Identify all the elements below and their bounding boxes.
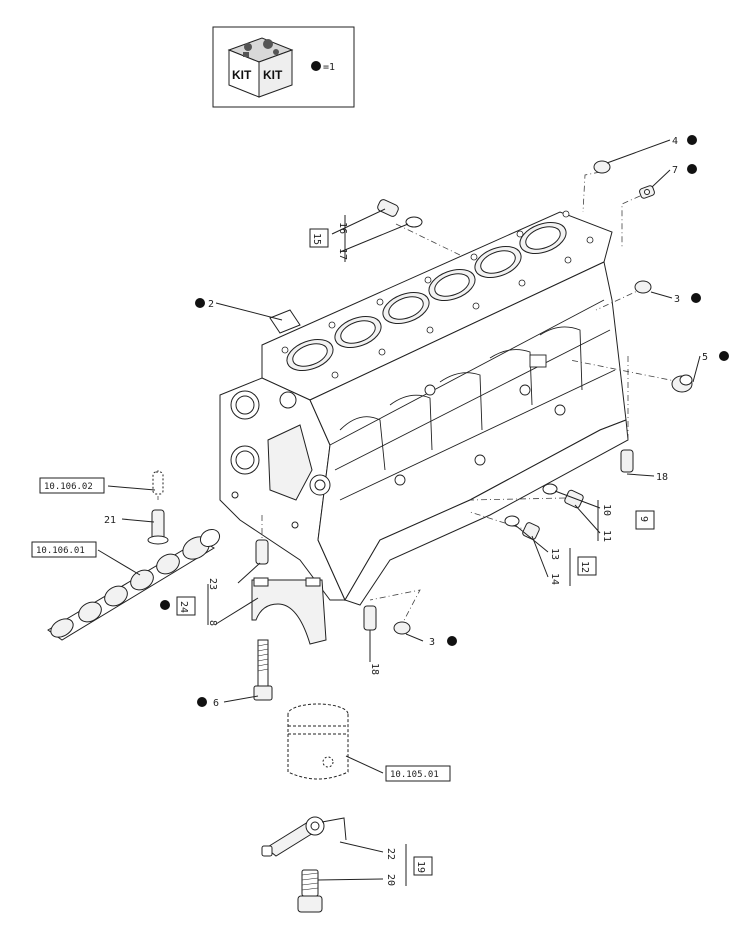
callout-17: 17 (337, 248, 348, 260)
kit-dot-3-upper (691, 293, 701, 303)
kit-label-right: KIT (263, 68, 283, 82)
callout-7: 7 (672, 165, 678, 176)
kit-marker-dot (311, 61, 321, 71)
part-pin-upper (152, 471, 164, 495)
reference-boxes: 10.106.02 10.106.01 10.105.01 (31, 477, 451, 782)
kit-dot-3-lower (447, 636, 457, 646)
part-plug-3-lower (393, 621, 411, 635)
callout-12: 12 (579, 561, 590, 573)
part-dowel-18-right (620, 449, 634, 473)
kit-dot-5 (719, 351, 729, 361)
callout-24: 24 (178, 601, 189, 613)
callout-9: 9 (638, 516, 649, 522)
callout-16: 16 (337, 222, 348, 234)
kit-dot-6 (197, 697, 207, 707)
callout-18-lower: 18 (369, 663, 380, 675)
cylinder-bores (286, 221, 567, 372)
kit-dot-2 (195, 298, 205, 308)
part-dowel-18-lower (363, 605, 377, 631)
part-ring-10 (542, 483, 558, 495)
callout-23: 23 (207, 578, 218, 590)
part-plug-3-upper (634, 280, 652, 294)
deck-holes (281, 210, 594, 379)
callout-6: 6 (213, 698, 219, 709)
callout-5: 5 (702, 352, 708, 363)
part-bushing-19 (147, 509, 169, 545)
kit-box-icon: KIT KIT (227, 37, 294, 98)
callout-13: 13 (549, 548, 560, 560)
engine-block (219, 210, 629, 606)
kit-dot-4 (687, 135, 697, 145)
part-bolt-6 (253, 639, 273, 701)
callout-2: 2 (208, 299, 214, 310)
boxed-callouts: 15 9 12 24 19 (176, 228, 655, 876)
dash-guides (157, 171, 681, 629)
part-plug-11 (564, 489, 584, 509)
part-plug-5 (671, 374, 693, 393)
part-piston (287, 703, 349, 780)
callout-20: 19 (415, 861, 426, 873)
callout-11: 11 (601, 530, 612, 542)
side-ribs (329, 299, 616, 501)
part-sleeve-23 (255, 539, 269, 565)
part-camshaft (47, 528, 221, 641)
kit-label-left: KIT (232, 68, 252, 82)
side-bosses (394, 354, 566, 486)
callout-19: 21 (104, 515, 116, 526)
callout-14: 14 (549, 573, 560, 585)
callout-21: 20 (385, 874, 396, 886)
kit-legend-text: =1 (323, 62, 335, 73)
part-plug-7 (639, 185, 655, 199)
callout-15: 15 (311, 233, 322, 245)
callout-22: 22 (385, 848, 396, 860)
callout-8: 8 (207, 620, 218, 626)
callout-10: 10 (601, 504, 612, 516)
part-bolt-21 (297, 869, 323, 913)
part-ring-17 (405, 216, 423, 228)
callout-4: 4 (672, 136, 678, 147)
reference-10-106-01: 10.106.01 (36, 546, 85, 556)
part-plug-16 (377, 199, 399, 217)
part-ring-13 (504, 515, 520, 527)
reference-10-105-01: 10.105.01 (390, 770, 439, 780)
callout-3-upper: 3 (674, 294, 680, 305)
callout-18-right: 18 (656, 472, 668, 483)
part-nozzle-22 (261, 816, 347, 857)
leader-lines (97, 139, 701, 886)
part-plug-4 (593, 160, 611, 174)
front-face-details (230, 390, 331, 529)
kit-dots (160, 135, 729, 707)
reference-10-106-02: 10.106.02 (44, 482, 93, 492)
callout-3-lower: 3 (429, 637, 435, 648)
kit-dot-24 (160, 600, 170, 610)
callout-labels: 4 7 2 3 5 18 3 6 21 18 16 17 10 11 13 14… (104, 136, 708, 886)
kit-legend: KIT KIT =1 (212, 26, 355, 108)
kit-dot-7 (687, 164, 697, 174)
part-bearing-cap-8 (251, 577, 327, 645)
